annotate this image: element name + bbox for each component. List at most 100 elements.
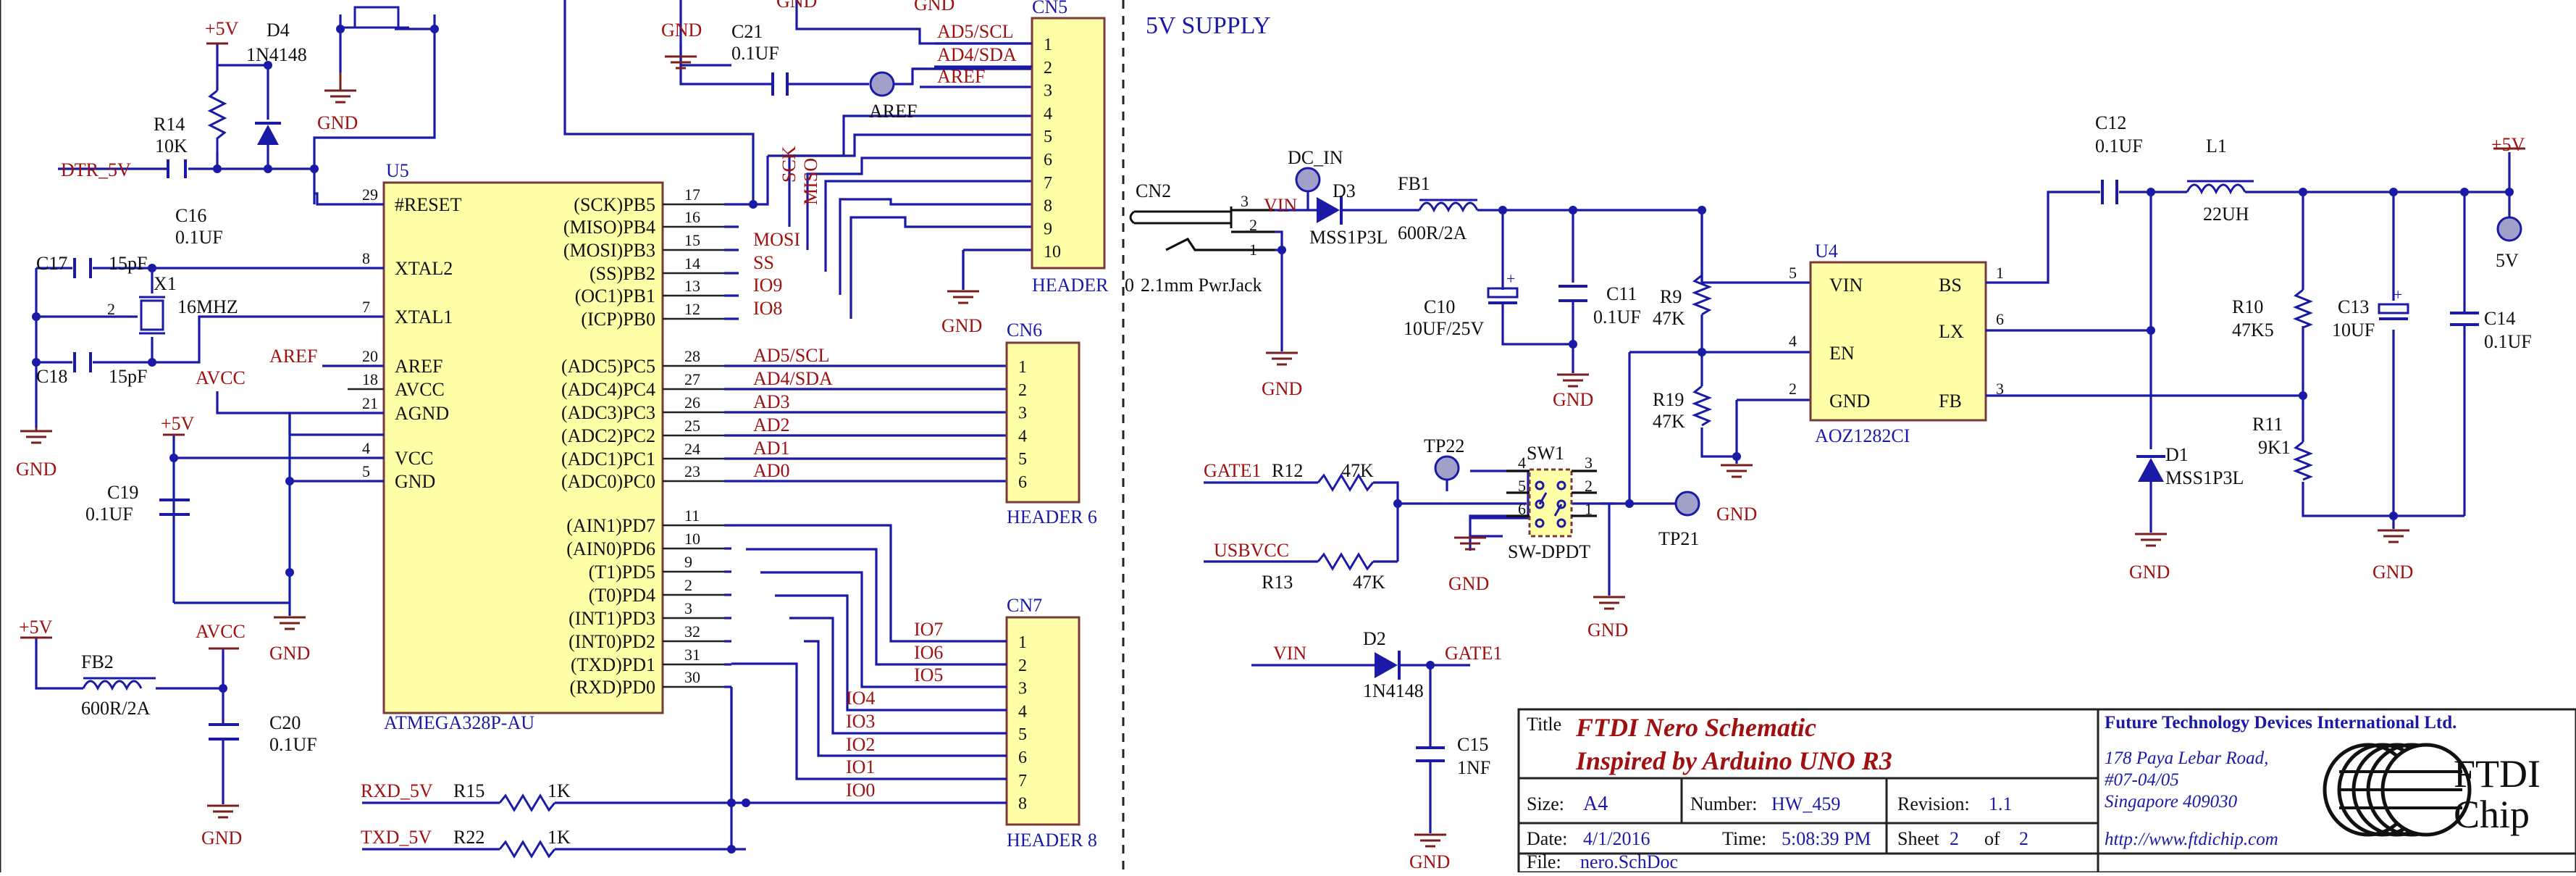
c13-val: 10UF (2332, 320, 2375, 341)
5v-out-label: 5V (2496, 250, 2519, 271)
c11-ref: C11 (1606, 283, 1637, 304)
u5-right-pin-num: 14 (684, 254, 700, 272)
gnd-sw1-label: GND (1448, 573, 1489, 594)
gnd-top-label-2: GND (776, 0, 817, 12)
label-txd: TXD_5V (361, 827, 432, 848)
cn5-pin: 9 (1044, 220, 1052, 238)
r9-resistor (1691, 274, 1713, 316)
gnd-c15: GND (1409, 833, 1450, 872)
u5-right-pin-name: (ADC0)PC0 (561, 471, 655, 492)
cn7-pin: 5 (1018, 725, 1027, 744)
r10-ref: R10 (2232, 296, 2263, 317)
gnd-c11: GND (1553, 373, 1593, 410)
tb-size-val: A4 (1583, 793, 1608, 815)
cn7-pin: 6 (1018, 748, 1027, 767)
gnd-d1-label: GND (2129, 562, 2170, 583)
tb-of-val: 2 (2019, 828, 2029, 849)
d4-ref: D4 (267, 20, 290, 41)
c12-ref: C12 (2095, 112, 2126, 133)
u5-right-pin-num: 25 (684, 417, 700, 435)
u5-right-pin-num: 15 (684, 231, 700, 249)
tb-sheet-label: Sheet (1897, 828, 1940, 849)
c15-val: 1NF (1457, 757, 1490, 778)
u5-right-pin-name: (ADC5)PC5 (561, 356, 655, 377)
u4-regulator[interactable]: U4 AOZ1282CI VIN EN GND BS LX FB 5 4 2 1… (1789, 241, 2004, 446)
fb2-circuit (20, 636, 239, 804)
cn7-net-label: IO3 (846, 711, 875, 732)
r12-val: 47K (1341, 460, 1374, 481)
u4-pin-vin: VIN (1829, 275, 1863, 296)
cn2-powerjack[interactable]: CN2 3 2 1 0 2.1mm PwrJack (1125, 180, 1275, 296)
u4-num-6: 6 (1996, 310, 2004, 328)
5v-testpoint (2496, 216, 2522, 242)
gnd-c11-label: GND (1553, 389, 1593, 410)
sw1-pin-1: 1 (1585, 500, 1593, 518)
gnd-tp21: GND (1587, 596, 1628, 641)
u5-net-label: MOSI (753, 229, 800, 250)
u5-left-pin-name: XTAL2 (395, 258, 453, 279)
c17-val: 15pF (109, 253, 147, 274)
c20-ref: C20 (269, 712, 301, 733)
dc-in-label: DC_IN (1288, 147, 1343, 168)
d1-val: MSS1P3L (2165, 467, 2244, 488)
tp21-testpoint (1674, 491, 1700, 517)
sw1-pin-2: 2 (1585, 477, 1593, 495)
sw1-switch[interactable]: 4 5 6 3 2 1 SW1 SW-DPDT (1506, 443, 1597, 562)
cn2-pin-1: 1 (1249, 241, 1257, 259)
u5-right-pin-name: (OC1)PB1 (575, 285, 655, 306)
gnd-output-label: GND (2372, 562, 2413, 583)
c21-ref: C21 (731, 21, 763, 42)
gnd-c20-label: GND (201, 827, 242, 848)
c14-ref: C14 (2484, 308, 2515, 329)
cn5-val: HEADER (1032, 275, 1109, 296)
label-5v-fb2: +5V (19, 617, 53, 638)
r14-resistor (207, 89, 227, 153)
d2-c15 (1251, 651, 1470, 833)
u5-part: ATMEGA328P-AU (384, 712, 534, 733)
u5-net-label: AD3 (753, 391, 790, 412)
c10-c11: + (1487, 270, 1587, 373)
u5-left-pin-num: 4 (362, 439, 370, 457)
sw1-pin-6: 6 (1518, 500, 1526, 518)
u4-pin-fb: FB (1939, 391, 1962, 412)
cn5-net-3: AREF (937, 66, 985, 87)
label-gate1-2: GATE1 (1445, 643, 1502, 664)
cn5-pin: 10 (1044, 243, 1061, 262)
u5-left-pin-num: 8 (362, 249, 370, 267)
cn2-wiring (1275, 209, 1317, 351)
r15-resistor (498, 793, 556, 812)
u5-net-label: IO9 (753, 275, 782, 296)
tp22-label: TP22 (1424, 435, 1464, 456)
dc-in-testpoint (1295, 167, 1321, 193)
x1-pin2: 2 (107, 300, 115, 318)
c16-ref: C16 (175, 205, 206, 226)
cn6-pin: 6 (1018, 473, 1027, 492)
u5-net-label: AD1 (753, 438, 790, 459)
sw1-pin-3: 3 (1585, 454, 1593, 472)
cn6-pin: 2 (1018, 381, 1027, 400)
gnd-u4: GND (1716, 464, 1757, 525)
r10-resistor (2292, 288, 2314, 329)
c10-ref: C10 (1424, 296, 1455, 317)
gnd-d1: GND (2129, 533, 2170, 583)
tp21-label: TP21 (1658, 528, 1699, 549)
c21-circuit (679, 43, 1032, 97)
u5-right-pin-name: (TXD)PD1 (571, 654, 655, 675)
u5-left-pin-num: 18 (362, 370, 378, 388)
u5-right-pin-name: (INT0)PD2 (569, 631, 655, 652)
u5-left-pin-name: VCC (395, 448, 433, 469)
gnd-c21-label: GND (661, 20, 702, 41)
u5-right-pin-name: (AIN0)PD6 (566, 538, 655, 559)
ftdi-logo-text2: Chip (2454, 793, 2530, 836)
cn5-pin: 3 (1044, 82, 1052, 101)
cn7-pin: 2 (1018, 656, 1027, 675)
section-title: 5V SUPPLY (1146, 12, 1271, 39)
gnd-vcc: GND (269, 616, 310, 664)
u5-body (382, 181, 664, 714)
u5-right-pin-name: (ADC3)PC3 (561, 402, 655, 423)
